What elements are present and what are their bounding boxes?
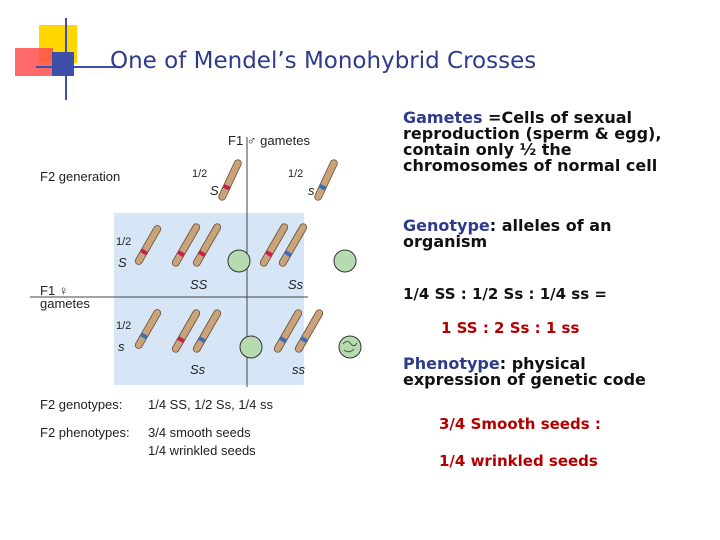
female-gamete-fraction: 1/2 bbox=[116, 320, 131, 332]
phenotype-ratio-line1: 3/4 Smooth seeds : bbox=[439, 415, 601, 433]
decor-vertical-line bbox=[65, 18, 67, 100]
genotype-definition: Genotype: alleles of an organism bbox=[403, 218, 611, 250]
wrinkled-seed-icon bbox=[338, 335, 362, 359]
f2-generation-label: F2 generation bbox=[40, 169, 120, 184]
f1-female-gametes-label: gametes bbox=[40, 296, 90, 311]
phenotype-line2: expression of genetic code bbox=[403, 370, 646, 389]
smooth-seed-icon bbox=[333, 249, 357, 273]
genotype-ratio-simplified: 1 SS : 2 Ss : 1 ss bbox=[441, 319, 580, 337]
decor-horizontal-line bbox=[36, 66, 120, 68]
genotype-cell-label: SS bbox=[190, 277, 208, 292]
f2-phenotypes-line1: 3/4 smooth seeds bbox=[148, 425, 251, 440]
female-gamete-allele: S bbox=[118, 255, 127, 270]
punnett-cell-ss: SS bbox=[171, 223, 251, 292]
decor-blue-square bbox=[52, 52, 74, 76]
genotype-cell-label: Ss bbox=[190, 362, 206, 377]
f2-phenotypes-line2: 1/4 wrinkled seeds bbox=[148, 443, 256, 458]
wrinkle-mark bbox=[342, 341, 358, 353]
punnett-cell-ss-hetero: Ss bbox=[171, 309, 263, 377]
phenotype-line1: : physical bbox=[499, 354, 586, 373]
genotype-line1: : alleles of an bbox=[489, 216, 612, 235]
f1-male-gametes-label: F1 ♂ gametes bbox=[228, 133, 311, 148]
chromosome bbox=[134, 309, 162, 349]
gametes-line2: reproduction (sperm & egg), bbox=[403, 124, 662, 143]
female-gamete-allele: s bbox=[118, 339, 125, 354]
punnett-square-diagram: F1 ♂ gametes F2 generation F1 ♀ gametes … bbox=[30, 133, 362, 458]
decor-red-square bbox=[15, 48, 53, 76]
male-gamete-fraction: 1/2 bbox=[192, 168, 207, 180]
female-gamete-fraction: 1/2 bbox=[116, 236, 131, 248]
genotype-line2: organism bbox=[403, 232, 488, 251]
genotype-ratio: 1/4 SS : 1/2 Ss : 1/4 ss = bbox=[403, 286, 607, 302]
f2-phenotypes-label: F2 phenotypes: bbox=[40, 425, 130, 440]
f2-genotypes-value: 1/4 SS, 1/2 Ss, 1/4 ss bbox=[148, 397, 274, 412]
gametes-line1: =Cells of sexual bbox=[482, 108, 633, 127]
male-gamete-allele: s bbox=[308, 183, 315, 198]
male-gamete-allele: S bbox=[210, 183, 219, 198]
chromosome bbox=[218, 159, 242, 201]
smooth-seed-icon bbox=[227, 249, 251, 273]
chromosome bbox=[134, 225, 162, 265]
phenotype-definition: Phenotype: physical expression of geneti… bbox=[403, 356, 646, 388]
gametes-definition: Gametes =Cells of sexual reproduction (s… bbox=[403, 110, 661, 174]
gametes-line4: chromosomes of normal cell bbox=[403, 156, 658, 175]
phenotype-ratio-line2: 1/4 wrinkled seeds bbox=[439, 452, 598, 470]
punnett-cell-ss-recessive: ss bbox=[273, 309, 362, 377]
page-title: One of Mendel’s Monohybrid Crosses bbox=[110, 48, 537, 74]
smooth-seed-icon bbox=[239, 335, 263, 359]
gametes-line3: contain only ½ the bbox=[403, 140, 572, 159]
genotype-cell-label: ss bbox=[292, 362, 306, 377]
genotype-ratio-line1: 1/4 SS : 1/2 Ss : 1/4 ss = bbox=[403, 285, 607, 303]
f1-female-label: F1 ♀ bbox=[40, 283, 69, 298]
f2-genotypes-label: F2 genotypes: bbox=[40, 397, 122, 412]
genotype-cell-label: Ss bbox=[288, 277, 304, 292]
chromosome bbox=[314, 159, 338, 201]
genotype-term: Genotype bbox=[403, 216, 490, 235]
phenotype-term: Phenotype bbox=[403, 354, 500, 373]
gametes-term: Gametes bbox=[403, 108, 483, 127]
punnett-cell-ss-hetero: Ss bbox=[259, 223, 357, 292]
male-gamete-fraction: 1/2 bbox=[288, 168, 303, 180]
